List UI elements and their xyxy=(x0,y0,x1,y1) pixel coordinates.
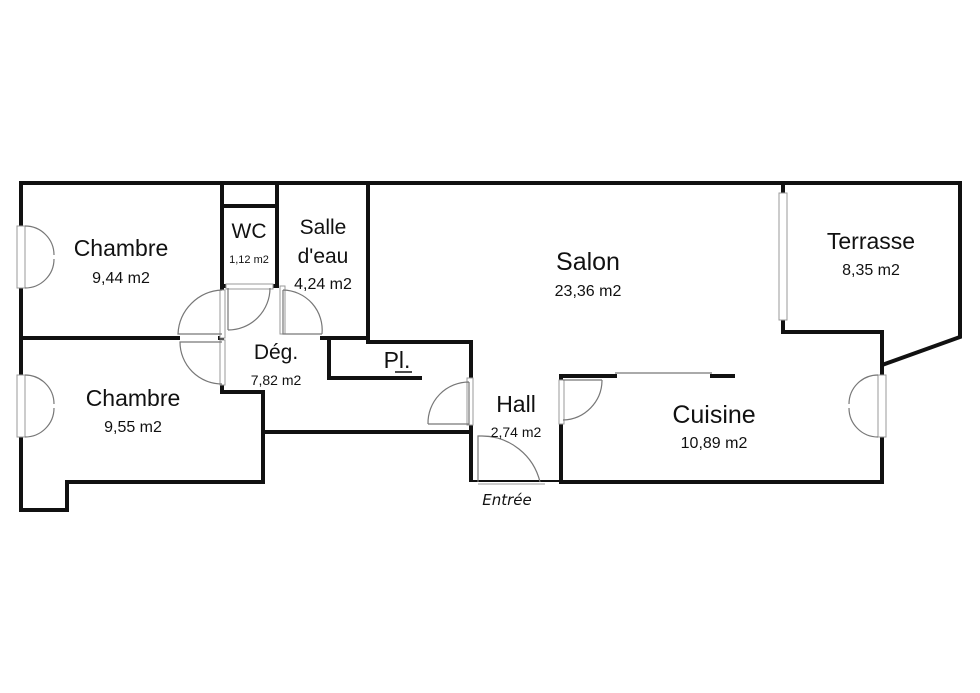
window-terrasse xyxy=(778,192,788,321)
door-frame xyxy=(219,339,226,386)
doors xyxy=(24,225,879,483)
labels: Chambre 9,44 m2 Chambre 9,55 m2 WC 1,12 … xyxy=(74,216,915,509)
window-leaf-arc xyxy=(24,374,55,438)
placard-wall xyxy=(327,336,422,380)
room-name-wc: WC xyxy=(232,220,267,243)
cuisine-door xyxy=(562,379,603,421)
room-area-chambre-2: 9,55 m2 xyxy=(104,419,162,436)
wc-door xyxy=(227,287,271,331)
room-area-salle-deau: 4,24 m2 xyxy=(294,276,352,293)
room-name-chambre-2: Chambre xyxy=(86,385,181,411)
door-frame xyxy=(219,289,226,339)
room-name-terrasse: Terrasse xyxy=(827,228,915,254)
room-name-cuisine: Cuisine xyxy=(672,401,755,429)
room-area-cuisine: 10,89 m2 xyxy=(681,435,748,452)
room-area-degagement: 7,82 m2 xyxy=(251,372,302,388)
entry-door xyxy=(477,435,541,483)
door-frame xyxy=(466,377,474,426)
room-name-degagement: Dég. xyxy=(254,341,298,364)
room-area-terrasse: 8,35 m2 xyxy=(842,262,900,279)
room-name-placard: Pl. xyxy=(384,347,411,373)
room-name-salon: Salon xyxy=(556,248,620,276)
room-name-salle-deau-1: Salle xyxy=(300,216,347,239)
sde-door xyxy=(282,289,323,335)
entry-gap xyxy=(469,482,559,488)
window-leaf-arc xyxy=(848,374,879,438)
outer-wall xyxy=(19,181,960,512)
placard-top xyxy=(366,340,473,378)
terrasse-wall xyxy=(781,181,962,368)
window-chambre-1 xyxy=(16,225,26,289)
room-name-salle-deau-2: d'eau xyxy=(298,245,349,268)
chambre-2-door xyxy=(179,341,223,385)
room-area-chambre-1: 9,44 m2 xyxy=(92,270,150,287)
door-frame xyxy=(225,283,274,290)
room-area-wc: 1,12 m2 xyxy=(229,254,269,266)
hall-door xyxy=(427,381,470,425)
window-chambre-2 xyxy=(16,374,26,438)
door-frame xyxy=(558,379,565,425)
room-area-salon: 23,36 m2 xyxy=(555,283,622,300)
window-cuisine xyxy=(877,374,887,438)
chambre-1-door xyxy=(177,289,223,335)
window-leaf-arc xyxy=(24,225,55,289)
entry-label: Entrée xyxy=(482,491,532,509)
windows xyxy=(16,192,887,488)
room-name-chambre-1: Chambre xyxy=(74,235,169,261)
room-area-hall: 2,74 m2 xyxy=(491,424,542,440)
walls xyxy=(19,181,962,512)
room-name-hall: Hall xyxy=(496,391,536,417)
